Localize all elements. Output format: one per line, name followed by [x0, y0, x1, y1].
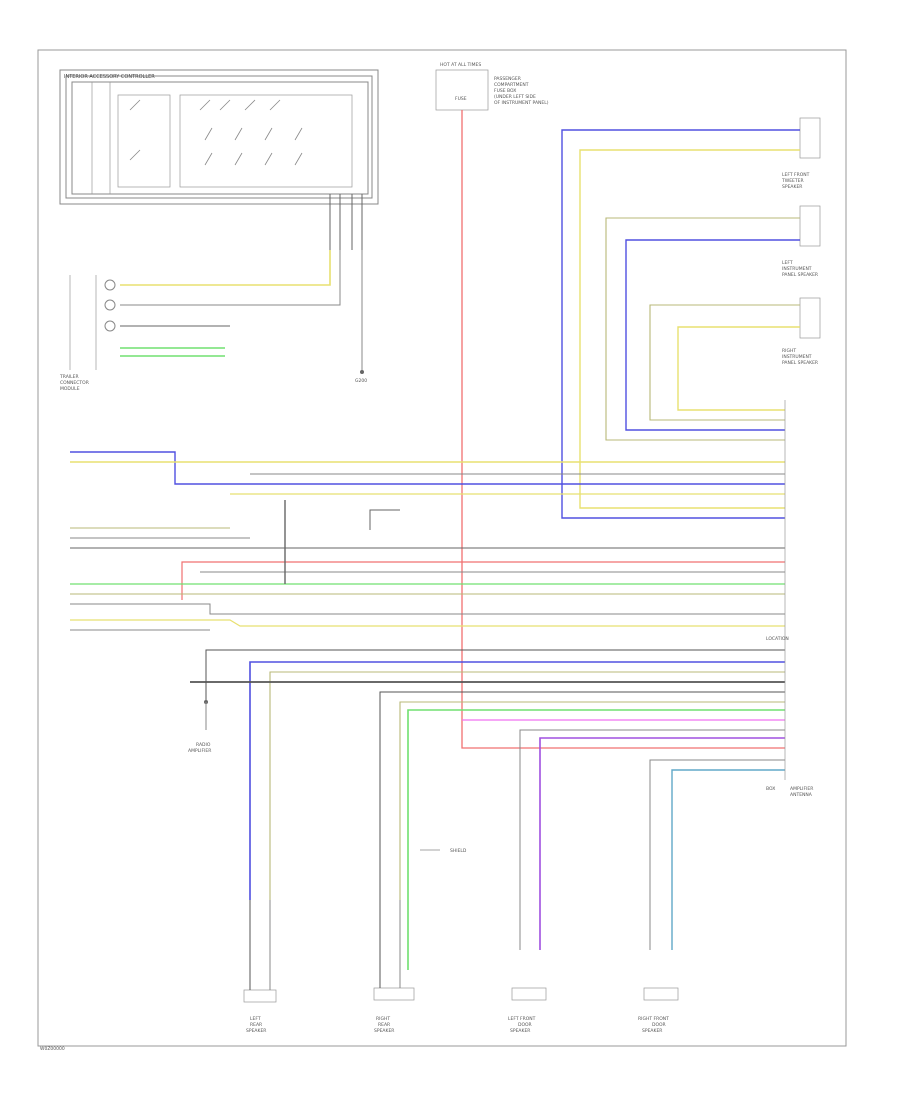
interior-accessory-controller: INTERIOR ACCESSORY CONTROLLER: [59, 69, 379, 250]
bottom-speakers: LEFT REAR SPEAKER RIGHT REAR SPEAKER LEF…: [243, 900, 679, 1034]
radio-connector-block: AMPLIFIER ANTENNA LOCATION BOX: [766, 400, 813, 798]
front-speakers: LEFT FRONT TWEETER SPEAKER LEFT INSTRUME…: [781, 117, 821, 366]
wire-olive-ip-right: [649, 304, 800, 421]
wire-yellow-ctrl: [120, 250, 331, 286]
module-label-2: BOX: [766, 786, 775, 792]
front-speaker-1-line-3: SPEAKER: [782, 184, 802, 190]
radio-label-2: AMPLIFIER: [188, 748, 211, 754]
door-left-label-3: SPEAKER: [510, 1028, 530, 1034]
diagram-frame: [37, 49, 847, 1047]
wire-blue-tweeter: [561, 129, 800, 519]
wire-red-main: [461, 110, 785, 749]
front-speaker-2-line-2: INSTRUMENT: [782, 266, 812, 272]
door-left-label-2: DOOR: [518, 1022, 532, 1028]
controller-label: INTERIOR ACCESSORY CONTROLLER: [64, 74, 155, 80]
rear-right-label-2: REAR: [378, 1022, 390, 1028]
front-speaker-3-line-1: RIGHT: [782, 348, 796, 354]
fuse-note-3: FUSE BOX: [494, 88, 516, 94]
door-left-label-1: LEFT FRONT: [508, 1016, 536, 1022]
front-speaker-2-line-3: PANEL SPEAKER: [782, 272, 818, 278]
connector-label-1: TRAILER: [59, 374, 79, 380]
connector-label-3: MODULE: [60, 386, 80, 392]
controller-ground-label: G200: [355, 378, 367, 384]
door-right-label-1: RIGHT FRONT: [638, 1016, 669, 1022]
module-label-1: LOCATION: [766, 636, 789, 642]
rear-right-label-3: SPEAKER: [374, 1028, 394, 1034]
fuse-note-4: (UNDER LEFT SIDE: [494, 94, 536, 100]
front-speaker-2-line-1: LEFT: [782, 260, 793, 266]
speaker-harness: [190, 649, 785, 970]
trailer-connector-module: TRAILER CONNECTOR MODULE: [59, 275, 116, 392]
rear-left-label-3: SPEAKER: [246, 1028, 266, 1034]
rear-right-label-1: RIGHT: [376, 1016, 390, 1022]
wire-grey-ctrl: [120, 250, 341, 306]
front-speaker-1-line-2: TWEETER: [781, 178, 804, 184]
wire-yellow-ip-right: [677, 326, 800, 411]
fuse-note-2: COMPARTMENT: [494, 82, 529, 88]
fuse-label: FUSE: [455, 96, 467, 102]
wire-olive-ip-left: [605, 217, 800, 441]
footer-code: W0Z00000: [40, 1046, 65, 1052]
fuse-note-5: OF INSTRUMENT PANEL): [494, 100, 549, 106]
front-speaker-1-line-1: LEFT FRONT: [782, 172, 810, 178]
front-speaker-3-line-2: INSTRUMENT: [782, 354, 812, 360]
rear-left-label-2: REAR: [250, 1022, 262, 1028]
shield-label: SHIELD: [450, 848, 467, 854]
radio-label-1: RADIO: [196, 742, 211, 748]
fuse-feed: HOT AT ALL TIMES FUSE PASSENGER COMPARTM…: [435, 62, 549, 111]
rear-left-label-1: LEFT: [250, 1016, 261, 1022]
fuse-note-1: PASSENGER: [494, 76, 521, 82]
door-right-label-2: DOOR: [652, 1022, 666, 1028]
antenna-label-2: ANTENNA: [790, 792, 813, 798]
power-feed-label: HOT AT ALL TIMES: [440, 62, 481, 68]
front-speaker-3-line-3: PANEL SPEAKER: [782, 360, 818, 366]
antenna-label-1: AMPLIFIER: [790, 786, 813, 792]
wire-yellow-tweeter: [579, 149, 800, 509]
connector-label-2: CONNECTOR: [60, 380, 89, 386]
wire-blue-ip-left: [625, 239, 800, 431]
door-right-label-3: SPEAKER: [642, 1028, 662, 1034]
main-harness: [70, 451, 785, 631]
